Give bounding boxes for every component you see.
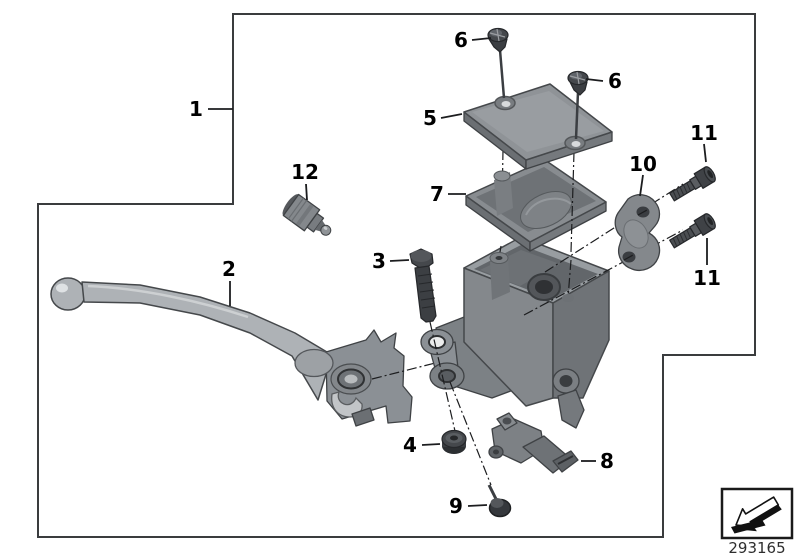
part-6-cover-screw-left [487,27,509,99]
leader-line-9 [467,504,488,507]
part-4-nut [441,429,467,454]
callout-8: 8 [600,449,614,473]
callout-1: 1 [189,97,203,121]
centerline-clamp-upper [544,183,684,273]
centerline-cover-screw-right [570,151,575,253]
part-9-switch-screw [487,484,512,518]
leader-line-3 [389,259,410,262]
centerline-switch-screw [449,381,492,486]
part-11-clamp-bolt-lower [669,213,716,249]
part-12-sleeve [282,193,332,236]
callout-4: 4 [403,433,417,457]
callout-11a: 11 [690,121,718,145]
frame-border [37,13,756,538]
part-11-clamp-bolt-upper [669,166,716,202]
part-number: 293165 [728,539,785,557]
part-3-pivot-screw [409,248,437,323]
callout-7: 7 [430,182,444,206]
callout-11b: 11 [693,266,721,290]
part-5-reservoir-cover [463,83,613,170]
centerline-pivot-screw [429,321,456,432]
leader-line-11a [703,143,707,163]
callout-6a: 6 [454,28,468,52]
leader-line-10 [639,174,644,197]
leader-line-4 [421,443,441,446]
callout-labels: 1 2 3 4 5 6 6 7 8 9 10 11 11 12 [189,28,721,518]
leader-lines [208,37,708,507]
part-2-brake-lever [50,277,413,427]
leader-line-12 [305,183,308,201]
callout-6b: 6 [608,69,622,93]
centerline-cover-screw-left [501,149,504,207]
callout-12: 12 [291,160,319,184]
callout-2: 2 [222,257,236,281]
part-8-brake-light-switch [488,412,579,474]
callout-10: 10 [629,152,657,176]
part-7-diaphragm [465,159,607,252]
leader-line-6b [585,78,604,82]
callout-3: 3 [372,249,386,273]
centerline-lever-pivot [371,357,456,380]
master-cylinder-body [463,236,610,429]
callout-5: 5 [423,106,437,130]
page-direction-icon [720,487,794,540]
leader-line-5 [440,113,463,119]
callout-9: 9 [449,494,463,518]
leader-line-6a [471,37,492,41]
part-10-handlebar-clamp [614,194,661,272]
part-6-cover-screw-right [567,70,589,140]
